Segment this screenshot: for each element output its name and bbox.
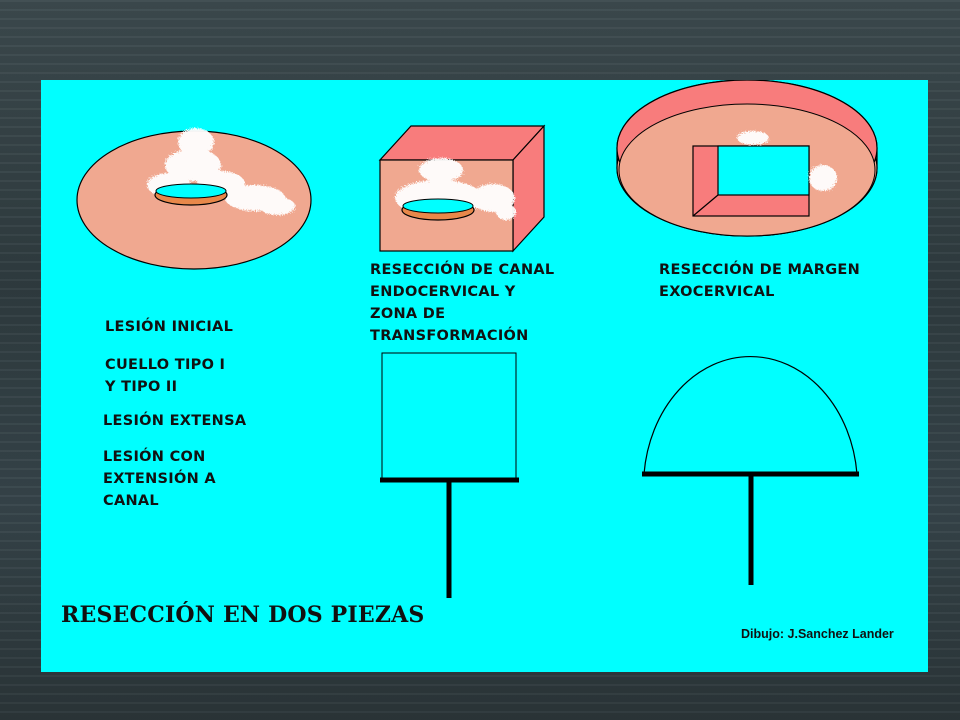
slide-panel: RESECCIÓN DE CANAL ENDOCERVICAL Y ZONA D… xyxy=(41,80,928,672)
label-canal-resection: RESECCIÓN DE CANAL ENDOCERVICAL Y ZONA D… xyxy=(370,262,555,344)
dome-piece-figure xyxy=(642,356,859,585)
label-margin-resection: RESECCIÓN DE MARGEN EXOCERVICAL xyxy=(659,262,861,300)
square-piece xyxy=(381,352,517,480)
drawing-credit: Dibujo: J.Sanchez Lander xyxy=(741,627,894,641)
dome-piece xyxy=(643,356,858,475)
lesion-cloud xyxy=(147,128,295,215)
label-lesion-extensa: LESIÓN EXTENSA xyxy=(103,413,247,429)
block-os-opening xyxy=(402,198,474,214)
label-cuello-tipo: CUELLO TIPO I Y TIPO II xyxy=(105,357,226,395)
disk-hole xyxy=(717,145,810,196)
label-lesion-inicial: LESIÓN INICIAL xyxy=(105,319,234,335)
slide-title: RESECCIÓN EN DOS PIEZAS xyxy=(61,602,425,628)
os-opening xyxy=(155,183,227,199)
label-lesion-canal: LESIÓN CON EXTENSIÓN A CANAL xyxy=(103,449,216,509)
square-piece-figure xyxy=(380,352,519,598)
margin-resection-disk-figure xyxy=(616,80,878,237)
canal-resection-block-figure xyxy=(378,124,546,253)
cervix-initial-lesion-figure xyxy=(76,128,312,270)
disk-lesion-cloud xyxy=(737,131,837,191)
diagram-drawing xyxy=(76,80,878,598)
